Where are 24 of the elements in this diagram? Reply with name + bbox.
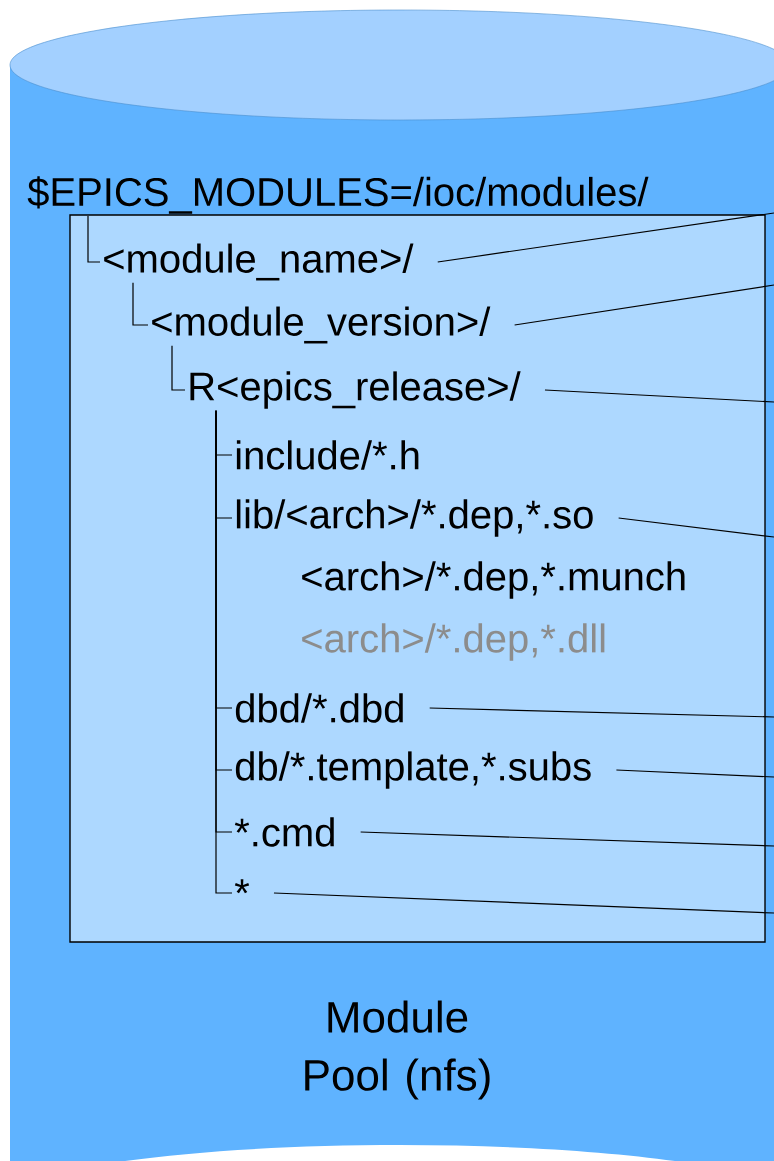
path-text: $EPICS_MODULES=/ioc/modules/	[27, 176, 649, 214]
leader-line	[360, 831, 774, 847]
path-text: <arch>/*.dep,*.munch	[302, 561, 685, 599]
path-text: <arch>/*.dep,*.dll	[302, 623, 605, 661]
path-text: *.cmd	[234, 817, 334, 847]
tree-connector	[87, 215, 101, 263]
path-text: lib/<arch>/*.dep,*.so	[236, 499, 593, 537]
leader-line	[437, 212, 774, 263]
leader-line	[273, 892, 774, 914]
leader-line	[618, 517, 774, 538]
path-text: *	[234, 879, 250, 894]
path-text: db/*.template,*.subs	[235, 751, 591, 789]
leader-line	[544, 389, 774, 403]
path-text: dbd/*.dbd	[235, 693, 403, 723]
path-text: <module_version>/	[152, 306, 491, 344]
path-text: include/*.h	[236, 440, 419, 470]
path-text: R<epics_release>/	[190, 371, 521, 409]
tree-connector	[171, 345, 186, 391]
folder-box	[69, 214, 766, 943]
leader-line	[429, 707, 774, 718]
leader-line	[514, 284, 774, 326]
path-text: <module_name>/	[104, 243, 414, 281]
tree-connector	[132, 282, 149, 326]
leader-line	[615, 769, 774, 778]
